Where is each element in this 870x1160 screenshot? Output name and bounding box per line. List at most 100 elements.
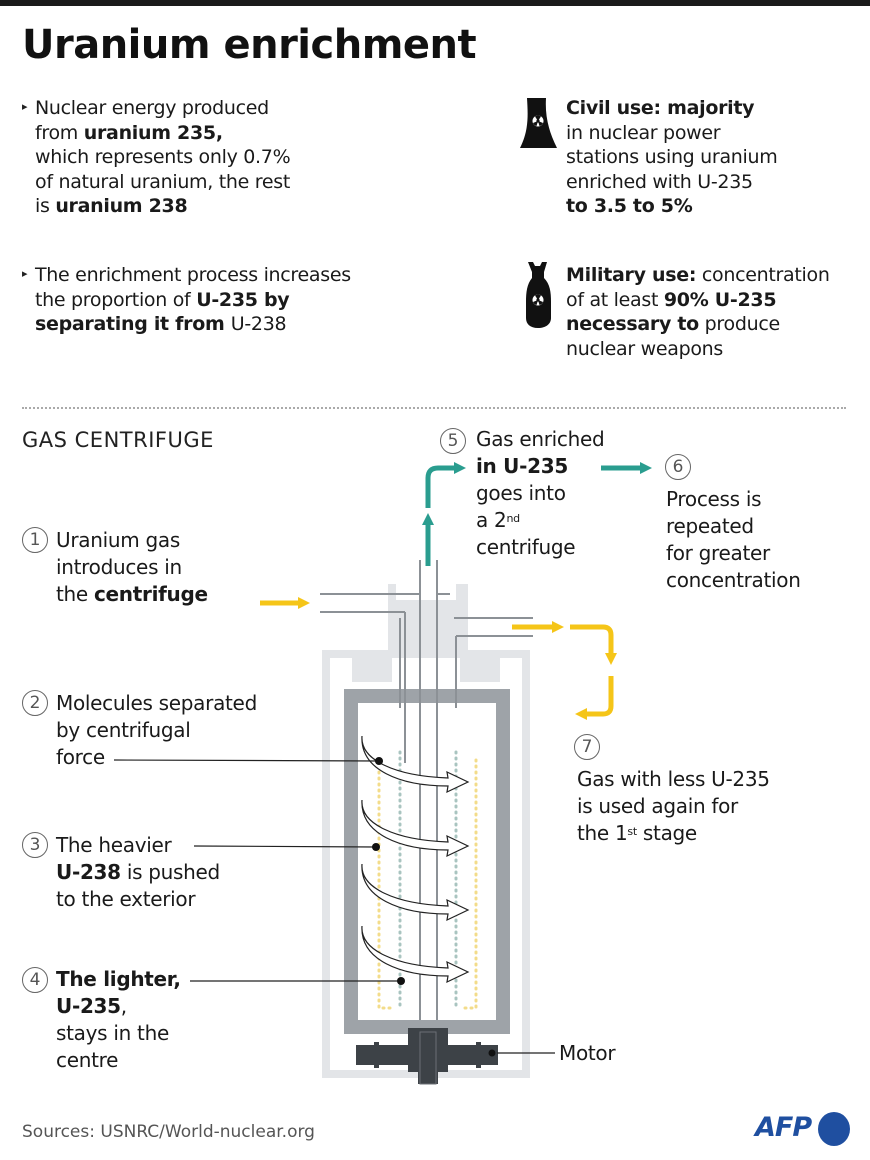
text-run: which represents only 0.7%	[35, 146, 291, 168]
text-line: U-238 is pushed	[56, 859, 220, 886]
text-run: U-238	[230, 313, 287, 335]
arrow-left-icon	[575, 708, 587, 720]
step-number-3: 3	[22, 832, 48, 858]
text-run: Process is	[666, 487, 762, 511]
text-run: the proportion of	[35, 288, 197, 311]
text-line: The enrichment process increases	[35, 263, 351, 288]
bullet-marker-icon: ▸	[22, 267, 28, 280]
text-line: U-235,	[56, 993, 181, 1020]
text-run: Nuclear energy produced	[35, 97, 269, 119]
section-divider	[22, 407, 846, 409]
text-run: is	[35, 195, 56, 217]
text-run: centre	[56, 1048, 119, 1072]
text-line: for greater	[666, 540, 801, 567]
text-line: nuclear weapons	[566, 337, 830, 362]
text-line: the centrifuge	[56, 581, 208, 608]
page-title: Uranium enrichment	[22, 22, 477, 68]
text-line: to 3.5 to 5%	[566, 194, 777, 219]
superscript: nd	[506, 512, 520, 525]
step-number-7: 7	[574, 734, 600, 760]
sources-credit: Sources: USNRC/World-nuclear.org	[22, 1122, 315, 1142]
text-run: ,	[120, 994, 127, 1018]
text-line: Military use: concentration	[566, 263, 830, 288]
text-run: The heavier	[56, 833, 172, 857]
text-run: concentration	[666, 568, 801, 592]
motor	[356, 1028, 498, 1084]
text-run: enriched with U-235	[566, 170, 753, 193]
text-line: of natural uranium, the rest	[35, 170, 290, 195]
step-number-5: 5	[440, 428, 466, 454]
cooling-tower-icon	[520, 98, 557, 148]
text-line: The lighter,	[56, 966, 181, 993]
text-line: by centrifugal	[56, 717, 257, 744]
bold-run: The lighter,	[56, 967, 181, 991]
text-run: to the exterior	[56, 887, 196, 911]
text-line: which represents only 0.7%	[35, 145, 291, 170]
text-run: repeated	[666, 514, 754, 538]
text-run: is pushed	[120, 860, 220, 884]
afp-logo-circle-icon	[818, 1112, 850, 1146]
text-line: the 1st stage	[577, 820, 770, 847]
leader-lines	[113, 757, 555, 1057]
text-line: Gas enriched	[476, 426, 605, 453]
text-run: concentration	[696, 264, 830, 286]
text-line: from uranium 235,	[35, 121, 290, 146]
arrow-down-icon	[605, 653, 617, 665]
bold-run: uranium 238	[55, 195, 188, 217]
text-run: introduces in	[56, 555, 182, 579]
text-line: of at least 90% U-235	[566, 288, 830, 313]
bold-run: necessary to	[566, 313, 699, 335]
text-line: stays in the	[56, 1020, 181, 1047]
text-line: Civil use: majority	[566, 96, 777, 121]
text-run: The enrichment process increases	[35, 264, 351, 286]
text-line: Molecules separated	[56, 690, 257, 717]
arrow-right-icon	[298, 597, 310, 609]
bold-run: U-235 by	[196, 288, 290, 311]
text-run: the	[56, 582, 94, 606]
text-run: Gas enriched	[476, 427, 605, 451]
bold-run: to 3.5 to 5%	[566, 195, 693, 217]
u238-dots-right	[462, 758, 478, 1010]
text-line: force	[56, 744, 257, 771]
text-line: the proportion of U-235 by	[35, 288, 351, 313]
u238-dots-left	[377, 758, 392, 1010]
bold-run: U-238	[56, 860, 121, 884]
text-line: in nuclear power	[566, 121, 777, 146]
text-line: concentration	[666, 567, 801, 594]
text-run: by centrifugal	[56, 718, 191, 742]
text-line: separating it from U-238	[35, 312, 351, 337]
text-line: Gas with less U-235	[577, 766, 770, 793]
swirl-arrow-icon	[361, 863, 470, 922]
bold-run: in U-235	[476, 454, 568, 478]
text-run: of natural uranium, the rest	[35, 170, 291, 193]
text-run: for greater	[666, 541, 770, 565]
rotor-cylinder	[344, 689, 510, 1034]
section-title: GAS CENTRIFUGE	[22, 428, 214, 452]
bold-run: uranium 235,	[83, 121, 223, 144]
text-line: The heavier	[56, 832, 220, 859]
depleted-flow-arrows	[260, 597, 617, 720]
text-run: stage	[636, 821, 697, 845]
step-number-6: 6	[665, 454, 691, 480]
bomb-icon	[526, 262, 551, 328]
swirl-arrows	[361, 735, 470, 984]
pipes	[320, 560, 533, 1020]
text-line: centre	[56, 1047, 181, 1074]
text-run: from	[35, 121, 84, 144]
text-run: force	[56, 745, 105, 769]
text-line: enriched with U-235	[566, 170, 777, 195]
swirl-arrow-icon	[361, 799, 470, 858]
text-run: in nuclear power	[566, 121, 721, 144]
swirl-arrow-icon	[361, 735, 470, 794]
text-line: in U-235	[476, 453, 604, 480]
bold-run: U-235	[56, 994, 121, 1018]
